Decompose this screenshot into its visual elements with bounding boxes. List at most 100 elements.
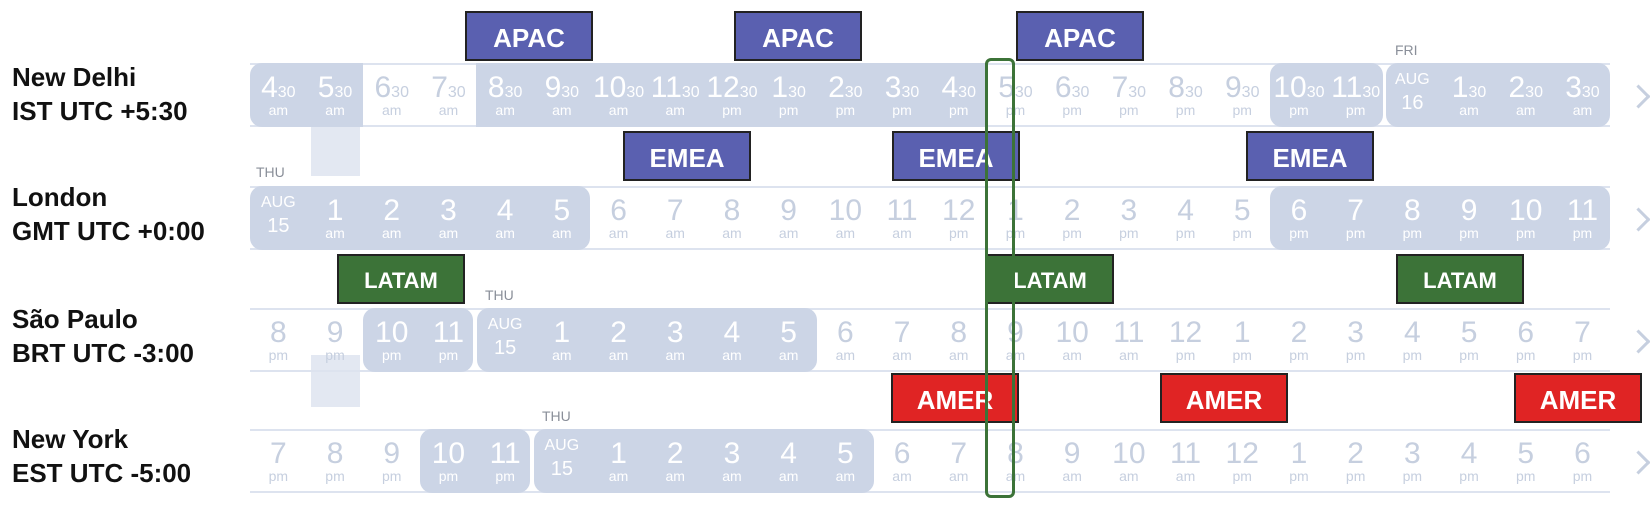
region-badge-apac[interactable]: APAC xyxy=(1016,11,1144,61)
region-badge-amer[interactable]: AMER xyxy=(1160,373,1288,423)
region-badge-emea[interactable]: EMEA xyxy=(892,131,1020,181)
region-badge-amer[interactable]: AMER xyxy=(891,373,1019,423)
region-badge-amer[interactable]: AMER xyxy=(1514,373,1642,423)
region-badge-apac[interactable]: APAC xyxy=(465,11,593,61)
current-time-marker[interactable] xyxy=(985,58,1015,498)
region-badge-emea[interactable]: EMEA xyxy=(623,131,751,181)
region-badge-apac[interactable]: APAC xyxy=(734,11,862,61)
chevron-right-icon[interactable] xyxy=(1626,329,1650,354)
region-badge-latam[interactable]: LATAM xyxy=(337,254,465,304)
region-badge-emea[interactable]: EMEA xyxy=(1246,131,1374,181)
chevron-right-icon[interactable] xyxy=(1626,84,1650,109)
chevron-right-icon[interactable] xyxy=(1626,450,1650,475)
